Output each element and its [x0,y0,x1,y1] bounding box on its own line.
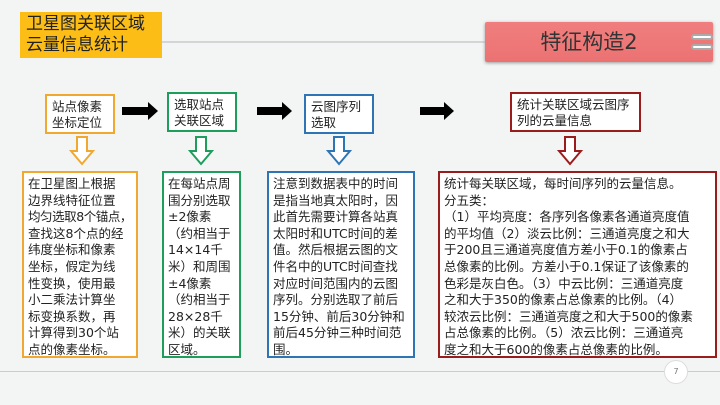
step-text: 站点像素 [52,99,103,114]
slide-title: 卫星图关联区域 云量信息统计 [20,12,162,58]
detail-line: 15分钟、前后30分钟和 [273,308,405,324]
detail-line: 前后45分钟三种时间范 [273,325,402,341]
detail-line: 均匀选取8个锚点， [28,209,132,225]
detail-line: 占总像素的比例。（5）浓云比例：三通道亮 [444,325,684,341]
detail-line: 注意到数据表中的时间 [273,176,399,191]
detail-line: 在卫星图上根据 [28,176,116,191]
step-text: 统计关联区域云图序 [517,97,630,112]
detail-line: 点的像素坐标。 [28,341,116,357]
detail-box-select-region: 在每站点周 围分别选取 ±2像素 （约相当于 14×14千 米）和周围 ±4像素… [162,171,241,358]
step-box-sequence: 云图序列选取 [304,94,374,134]
detail-line: 件名中的UTC时间查找 [273,258,398,274]
step-text: 选取站点 [174,97,225,112]
page-number: 7 [664,360,688,384]
binder-ring-icon [691,44,713,50]
down-arrow-icon [557,136,583,166]
down-arrow-icon [326,136,352,166]
detail-line: 米）和周围 [168,258,231,274]
detail-line: 此首先需要计算各站真 [273,209,399,225]
detail-line: 在每站点周 [168,176,231,191]
detail-line: 较浓云比例：三通道亮度之和大于500的像素 [444,308,693,324]
right-arrow-icon [420,102,454,120]
binder-ring-icon [691,34,713,40]
detail-box-locate: 在卫星图上根据 边界线特征位置 均匀选取8个锚点， 查找这8个点的经 纬度坐标和… [22,171,138,358]
detail-line: 总像素的比例。方差小于0.1保证了该像素的 [444,258,689,274]
detail-line: 序列。分别选取了前后 [273,292,399,308]
down-arrow-icon [69,136,95,166]
detail-box-sequence: 注意到数据表中的时间 是指当地真太阳时，因 此首先需要计算各站真 太阳时和UTC… [267,171,415,358]
step-box-locate: 站点像素坐标定位 [45,94,115,134]
step-box-stats: 统计关联区域云图序列的云量信息 [510,92,641,132]
title-line: 卫星图关联区域 [26,14,145,34]
step-text: 选取 [311,115,337,130]
divider [162,41,487,43]
down-arrow-icon [405,136,431,166]
detail-line: 度之和大于600的像素占总像素的比例。 [444,341,668,357]
detail-line: 之和大于350的像素占总像素的比例。（4） [444,292,683,308]
section-title-text: 特征构造2 [540,30,638,54]
detail-line: （约相当于 [168,225,231,241]
detail-line: 坐标，假定为线 [28,258,116,274]
detail-line: 围。 [273,341,299,357]
title-line: 云量信息统计 [26,35,128,55]
detail-line: 于200且三通道亮度值方差小于0.1的像素占 [444,242,688,258]
detail-line: 色彩是灰白色。（3）中云比例：三通道亮度 [444,275,684,291]
detail-line: 统计每关联区域，每时间序列的云量信息。 [444,176,682,191]
detail-line: 区域。 [168,341,206,357]
detail-line: （1）平均亮度：各序列各像素各通道亮度值 [444,209,690,225]
detail-box-stats: 统计每关联区域，每时间序列的云量信息。 分五类： （1）平均亮度：各序列各像素各… [438,171,717,358]
down-arrow-icon [188,136,214,166]
detail-line: 的平均值（2）淡云比例：三通道亮度之和大 [444,225,690,241]
detail-line: 围分别选取 [168,192,231,208]
detail-line: 14×14千 [168,242,223,258]
right-arrow-icon [257,102,292,120]
footer-divider [0,371,720,372]
detail-line: （约相当于 [168,292,231,308]
step-text: 列的云量信息 [517,113,593,128]
detail-line: 边界线特征位置 [28,192,116,208]
detail-line: 计算得到30个站 [28,325,119,341]
detail-line: 太阳时和UTC时间的差 [273,225,398,241]
detail-line: 小二乘法计算坐 [28,292,116,308]
detail-line: 纬度坐标和像素 [28,242,116,258]
detail-line: ±2像素 [168,209,212,225]
step-text: 坐标定位 [52,115,103,130]
section-title: 特征构造2 [485,22,713,62]
detail-line: 查找这8个点的经 [28,225,124,241]
detail-line: ±4像素 [168,275,212,291]
detail-line: 28×28千 [168,308,223,324]
detail-line: 米）的关联 [168,325,231,341]
detail-line: 分五类： [444,192,495,208]
step-text: 关联区域 [174,113,225,128]
detail-line: 标变换系数，再 [28,308,116,324]
detail-line: 对应时间范围内的云图 [273,275,399,291]
detail-line: 是指当地真太阳时，因 [273,192,399,208]
step-box-select-region: 选取站点关联区域 [167,92,237,132]
detail-line: 性变换，使用最 [28,275,116,291]
step-text: 云图序列 [311,99,362,114]
detail-line: 值。然后根据云图的文 [273,242,399,258]
right-arrow-icon [122,102,158,120]
